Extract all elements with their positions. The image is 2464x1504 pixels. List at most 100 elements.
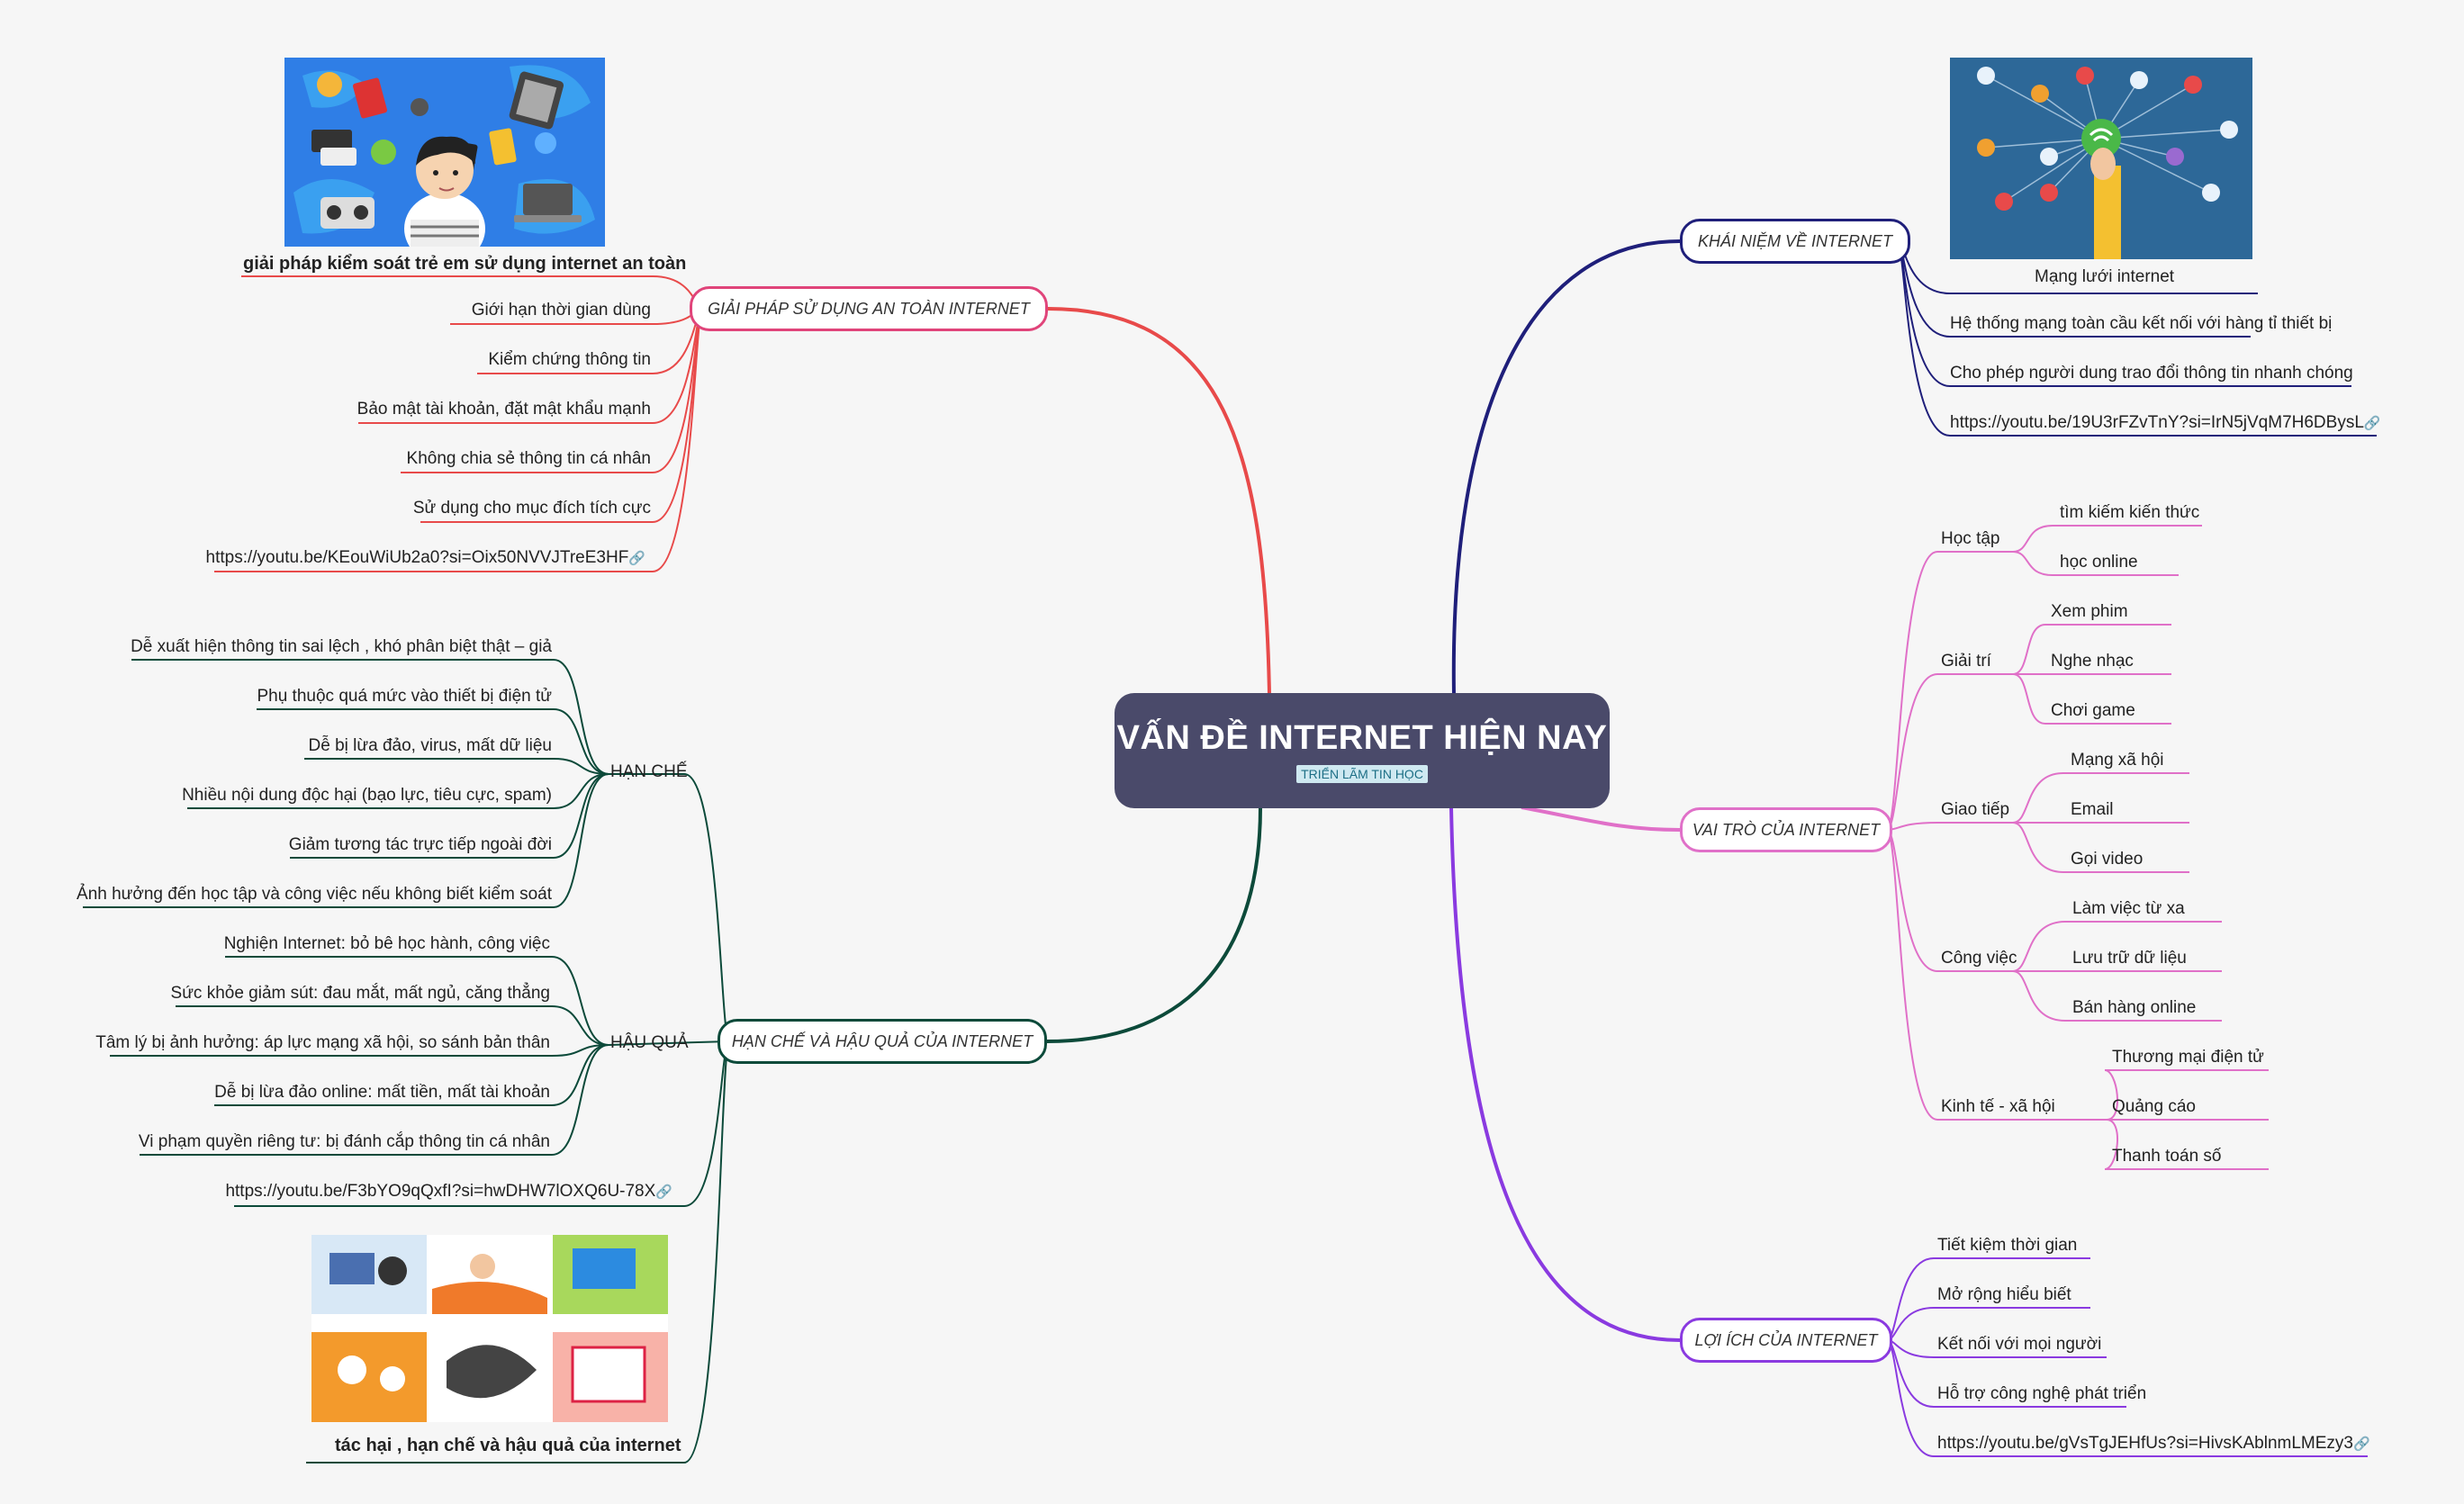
han-che-link xyxy=(553,773,609,908)
hau-qua-item[interactable]: Vi phạm quyền riêng tư: bị đánh cắp thôn… xyxy=(138,1132,550,1151)
roles-group-giai-tri[interactable]: Giải trí xyxy=(1941,652,1991,671)
branch-limits[interactable]: HẠN CHẾ VÀ HẬU QUẢ CỦA INTERNET xyxy=(718,1019,1047,1064)
benefits-link[interactable]: https://youtu.be/gVsTgJEHfUs?si=HivsKAbl… xyxy=(1937,1433,2370,1455)
roles-item-link xyxy=(2012,624,2046,675)
safety-link-text: https://youtu.be/KEouWiUb2a0?si=Oix50NVV… xyxy=(205,548,629,567)
hau-qua-item[interactable]: Nghiện Internet: bỏ bê học hành, công vi… xyxy=(223,934,550,953)
branch-benefits-title: LỢI ÍCH CỦA INTERNET xyxy=(1694,1330,1878,1349)
benefits-link xyxy=(1886,1339,1935,1408)
branch-concept[interactable]: KHÁI NIỆM VỀ INTERNET xyxy=(1680,219,1910,264)
limits-link-image xyxy=(306,1040,730,1463)
roles-group-link xyxy=(1886,673,1938,831)
hau-qua-link xyxy=(551,1044,609,1057)
limits-link-hau-qua xyxy=(608,1040,730,1046)
benefits-link-text: https://youtu.be/gVsTgJEHfUs?si=HivsKAbl… xyxy=(1937,1434,2353,1453)
hau-qua-link xyxy=(551,1005,609,1046)
han-che-item[interactable]: Dễ xuất hiện thông tin sai lệch , khó ph… xyxy=(131,637,552,656)
safety-image xyxy=(284,58,605,247)
safety-item[interactable]: Không chia sẻ thông tin cá nhân xyxy=(406,449,651,468)
branch-limits-title: HẠN CHẾ VÀ HẬU QUẢ CỦA INTERNET xyxy=(731,1031,1033,1050)
roles-item[interactable]: Lưu trữ dữ liệu xyxy=(2072,949,2187,968)
roles-group-link xyxy=(1886,829,1938,972)
roles-group-link xyxy=(1886,822,1938,831)
safety-item[interactable]: Sử dụng cho mục đích tích cực xyxy=(412,499,651,518)
roles-group-link xyxy=(1886,829,1938,1121)
hau-qua-link xyxy=(551,1044,609,1156)
central-topic-title: VẤN ĐỀ INTERNET HIỆN NAY xyxy=(1116,718,1608,757)
roles-item[interactable]: Bán hàng online xyxy=(2072,998,2197,1017)
concept-item[interactable]: Cho phép người dung trao đổi thông tin n… xyxy=(1950,364,2353,383)
benefits-item[interactable]: Kết nối với mọi người xyxy=(1937,1335,2102,1354)
roles-group-cong-viec[interactable]: Công việc xyxy=(1941,949,2017,968)
roles-item[interactable]: Chơi game xyxy=(2051,701,2135,720)
link-icon: 🔗 xyxy=(2363,416,2381,431)
roles-item-link xyxy=(2012,921,2066,972)
han-che-item[interactable]: Nhiều nội dung độc hại (bạo lực, tiêu cự… xyxy=(182,786,552,805)
benefits-item[interactable]: Tiết kiệm thời gian xyxy=(1937,1236,2078,1255)
link-icon: 🔗 xyxy=(2353,1436,2370,1452)
roles-item[interactable]: Nghe nhạc xyxy=(2051,652,2134,671)
main-link-concept xyxy=(1451,239,1681,696)
han-che-link xyxy=(553,659,609,775)
branch-safety-title: GIẢI PHÁP SỬ DỤNG AN TOÀN INTERNET xyxy=(708,299,1030,318)
han-che-link xyxy=(553,773,609,859)
concept-item[interactable]: Hệ thống mạng toàn cầu kết nối với hàng … xyxy=(1950,314,2333,333)
limits-link-han-che xyxy=(609,773,730,1042)
roles-group-giao-tiep[interactable]: Giao tiếp xyxy=(1941,800,2010,819)
roles-item[interactable]: Làm việc từ xa xyxy=(2072,899,2185,918)
branch-benefits[interactable]: LỢI ÍCH CỦA INTERNET xyxy=(1680,1318,1892,1363)
central-topic[interactable]: VẤN ĐỀ INTERNET HIỆN NAY TRIỂN LÃM TIN H… xyxy=(1115,693,1610,808)
han-che-link xyxy=(553,773,609,809)
safety-link[interactable]: https://youtu.be/KEouWiUb2a0?si=Oix50NVV… xyxy=(206,547,645,570)
limits-group-han-che[interactable]: HẠN CHẾ xyxy=(610,762,688,781)
safety-item[interactable]: Bảo mật tài khoản, đặt mật khẩu mạnh xyxy=(357,400,651,419)
roles-item-link xyxy=(2012,970,2066,1022)
roles-item[interactable]: Thương mại điện tử xyxy=(2112,1048,2264,1067)
concept-image-caption: Mạng lưới internet xyxy=(2035,267,2175,286)
roles-item[interactable]: tìm kiếm kiến thức xyxy=(2060,503,2200,522)
branch-concept-title: KHÁI NIỆM VỀ INTERNET xyxy=(1697,231,1893,250)
roles-item[interactable]: Quảng cáo xyxy=(2112,1097,2196,1116)
roles-item[interactable]: Email xyxy=(2071,800,2114,819)
limits-image-caption: tác hại , hạn chế và hậu quả của interne… xyxy=(335,1436,681,1455)
hau-qua-item[interactable]: Sức khỏe giảm sút: đau mắt, mất ngủ, căn… xyxy=(170,984,550,1003)
concept-image xyxy=(1950,58,2252,259)
limits-group-hau-qua[interactable]: HẬU QUẢ xyxy=(610,1033,689,1052)
benefits-item[interactable]: Hỗ trợ công nghệ phát triển xyxy=(1937,1384,2147,1403)
branch-roles-title: VAI TRÒ CỦA INTERNET xyxy=(1692,820,1881,839)
han-che-item[interactable]: Giảm tương tác trực tiếp ngoài đời xyxy=(288,835,552,854)
hau-qua-item[interactable]: Tâm lý bị ảnh hưởng: áp lực mạng xã hội,… xyxy=(95,1033,550,1052)
roles-item[interactable]: Mạng xã hội xyxy=(2071,751,2164,770)
roles-item[interactable]: Gọi video xyxy=(2071,850,2144,869)
roles-group-hoc-tap[interactable]: Học tập xyxy=(1941,529,2000,548)
safety-item[interactable]: Giới hạn thời gian dùng xyxy=(471,301,651,320)
hau-qua-item[interactable]: Dễ bị lừa đảo online: mất tiền, mất tài … xyxy=(214,1083,550,1102)
branch-safety[interactable]: GIẢI PHÁP SỬ DỤNG AN TOÀN INTERNET xyxy=(690,286,1048,331)
limits-link[interactable]: https://youtu.be/F3bYO9qQxfI?si=hwDHW7lO… xyxy=(225,1181,672,1203)
safety-item[interactable]: Kiểm chứng thông tin xyxy=(488,350,651,369)
han-che-item[interactable]: Phụ thuộc quá mức vào thiết bị điện tử xyxy=(257,687,552,706)
han-che-item[interactable]: Dễ bị lừa đảo, virus, mất dữ liệu xyxy=(308,736,552,755)
main-link-roles xyxy=(1521,806,1681,832)
han-che-link xyxy=(553,758,609,775)
roles-item[interactable]: học online xyxy=(2060,553,2138,572)
roles-item[interactable]: Thanh toán số xyxy=(2112,1147,2222,1166)
limits-image xyxy=(311,1235,668,1422)
roles-group-kinh-te[interactable]: Kinh tế - xã hội xyxy=(1941,1097,2055,1116)
benefits-item[interactable]: Mở rộng hiểu biết xyxy=(1937,1285,2071,1304)
roles-item-link xyxy=(2012,772,2064,824)
link-icon: 🔗 xyxy=(628,551,645,566)
main-link-limits xyxy=(1046,806,1262,1043)
concept-link-text: https://youtu.be/19U3rFZvTnY?si=IrN5jVqM… xyxy=(1950,413,2364,432)
safety-image-caption: giải pháp kiểm soát trẻ em sử dụng inter… xyxy=(243,254,687,274)
limits-link-text: https://youtu.be/F3bYO9qQxfI?si=hwDHW7lO… xyxy=(225,1182,656,1201)
roles-item[interactable]: Xem phim xyxy=(2051,602,2128,621)
concept-link[interactable]: https://youtu.be/19U3rFZvTnY?si=IrN5jVqM… xyxy=(1950,412,2381,435)
branch-roles[interactable]: VAI TRÒ CỦA INTERNET xyxy=(1680,807,1892,852)
han-che-item[interactable]: Ảnh hưởng đến học tập và công việc nếu k… xyxy=(77,885,552,904)
main-link-safety xyxy=(1047,307,1271,696)
hau-qua-link xyxy=(551,1044,609,1106)
roles-group-link xyxy=(1886,551,1938,831)
roles-item-link xyxy=(2012,551,2053,576)
